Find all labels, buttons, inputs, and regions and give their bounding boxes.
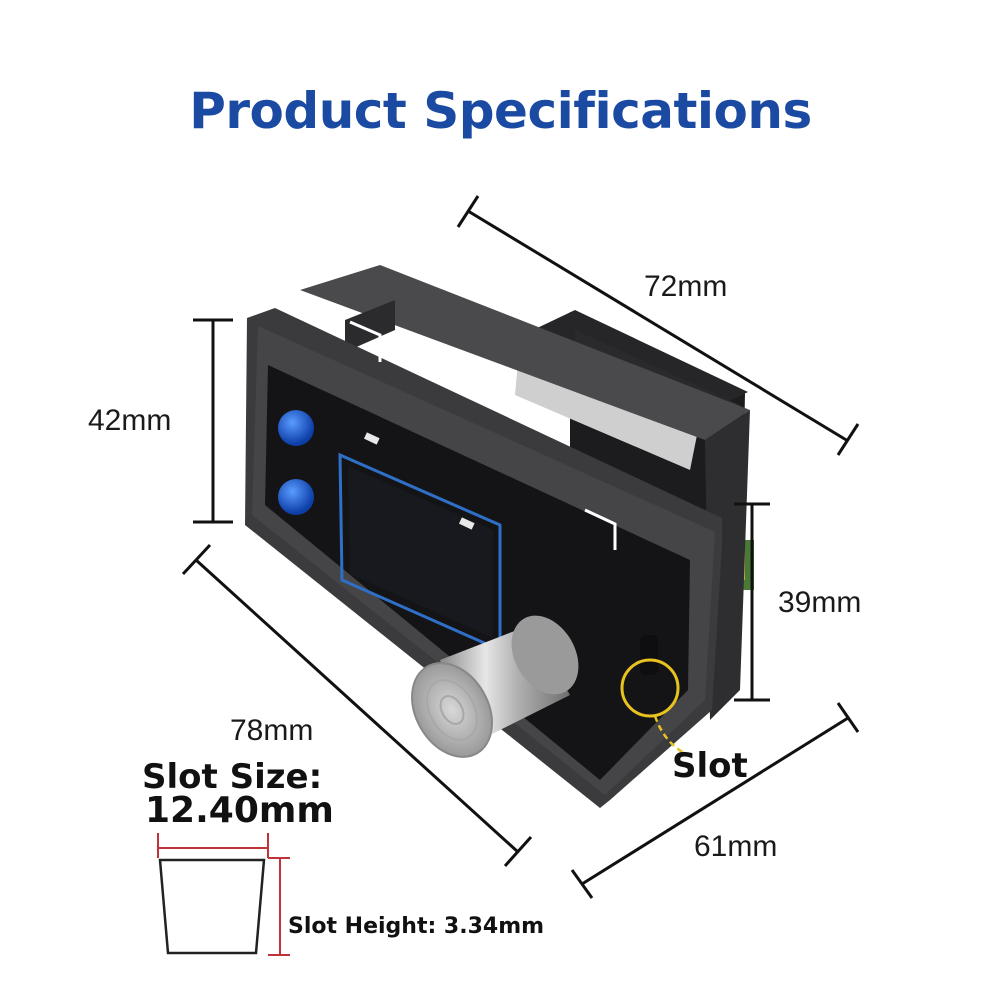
dimension-lines [181,195,860,899]
slot-label: Slot [672,746,748,786]
button-vi[interactable] [278,479,314,515]
dim-width-front-label: 78mm [230,714,314,747]
button-w[interactable] [278,410,314,446]
dim-depth-label: 72mm [644,270,728,303]
dim-height-back-label: 39mm [778,586,862,619]
dim-line-width-front [194,558,520,854]
clip-bottom [584,508,617,550]
dim-line-depth [467,209,849,443]
dim-width-back-label: 61mm [694,830,778,863]
slot-marker [620,658,691,758]
side-slot [640,635,658,675]
slot-diagram [157,833,290,956]
device-top [300,265,750,440]
slot-size-value: 12.40mm [145,790,334,831]
slot-shape [158,858,266,955]
knob[interactable] [396,604,592,772]
device-illustration [245,265,754,808]
page-title: Product Specifications [189,82,812,140]
dim-height-front-label: 42mm [88,404,172,437]
slot-height-label: Slot Height: 3.34mm [288,914,545,939]
device-side [705,410,750,720]
clip-top [349,320,382,362]
slot-size-label: Slot Size: [142,757,323,797]
dim-line-width-back [581,716,849,886]
